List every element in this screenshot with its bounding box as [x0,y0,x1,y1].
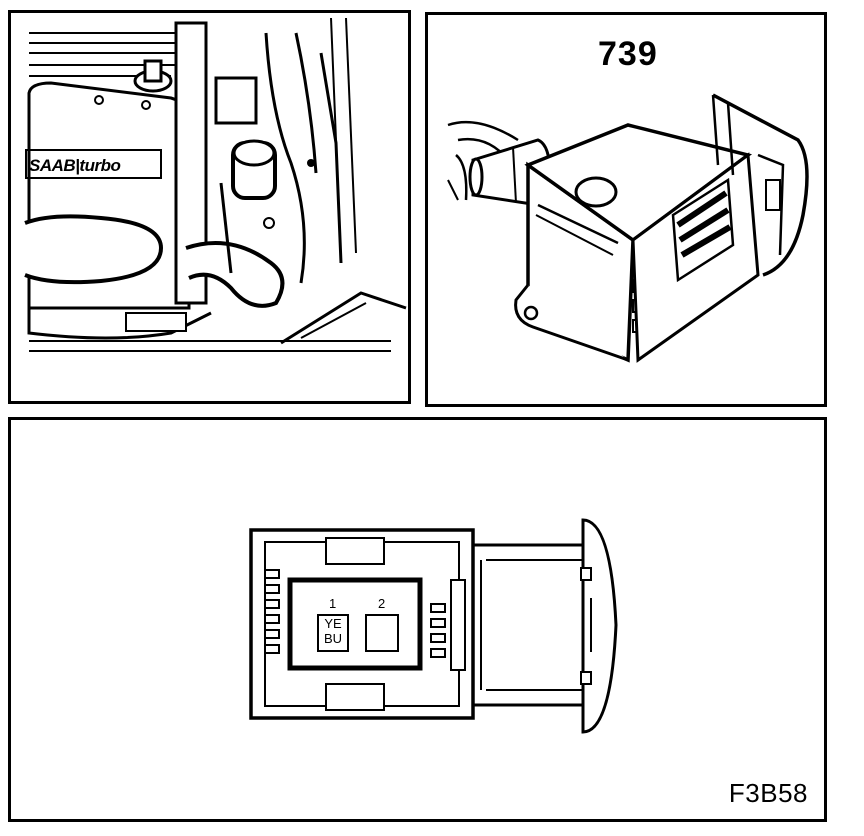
saab-turbo-badge: SAAB|turbo [29,156,121,175]
pin-2-cavity [365,614,399,652]
figure-code: F3B58 [728,778,808,808]
pin-1-wire-color-1: YE [324,616,342,631]
pin-1-wire-color-2: BU [323,631,343,646]
engine-bay-drawing [24,17,407,352]
pin-1-cavity [317,614,349,652]
connector-illustration-panel: 739 [425,12,827,407]
pin-2-number: 2 [378,596,386,611]
pin-1-number: 1 [329,596,337,611]
connector-face-drawing [249,518,618,734]
engine-bay-illustration: SAAB|turbo [8,10,411,404]
connector-pinout-panel: 1 2 YE BU F3B58 [8,417,827,822]
component-number: 739 [598,35,658,73]
connector-drawing [447,93,809,363]
